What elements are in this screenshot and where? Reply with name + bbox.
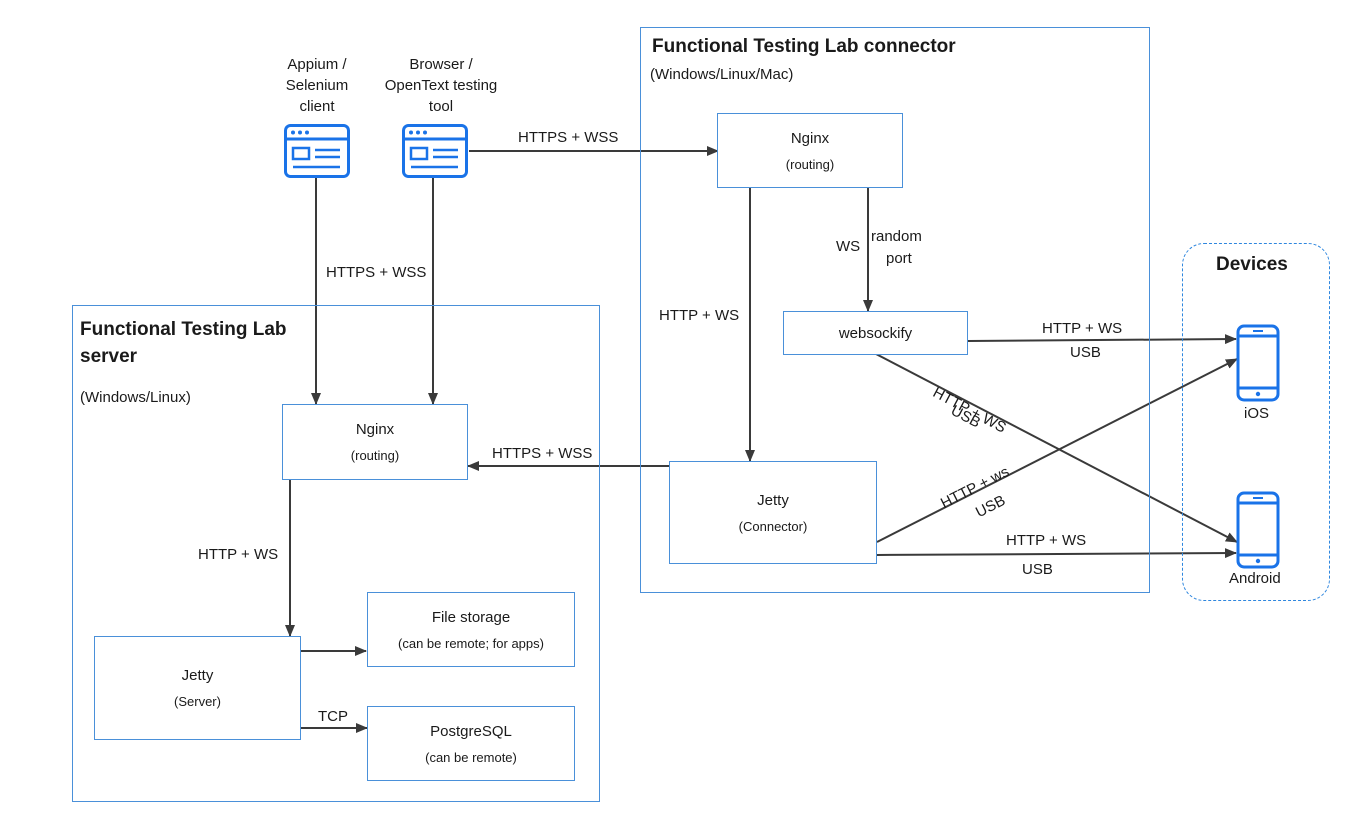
edge-label: TCP	[318, 708, 348, 725]
devices-title: Devices	[1216, 254, 1288, 275]
edge-label: HTTPS + WSS	[492, 445, 593, 462]
edge-label: port	[886, 250, 912, 267]
edge-label: HTTP + WS	[1042, 320, 1123, 337]
edge-websockify-to-android	[875, 353, 1238, 543]
server-jetty-node: Jetty (Server)	[94, 636, 301, 740]
edge-label: USB	[1022, 561, 1053, 578]
connector-jetty-node: Jetty (Connector)	[669, 461, 877, 564]
browser-window-icon	[284, 124, 350, 178]
connector-platforms: (Windows/Linux/Mac)	[650, 66, 794, 83]
edge-websockify-to-ios	[967, 334, 1237, 345]
connector-title: Functional Testing Lab connector	[652, 36, 956, 57]
edge-label: random	[871, 228, 922, 245]
edge-label: WS	[836, 238, 861, 255]
server-title-line1: Functional Testing Lab	[80, 319, 287, 340]
edge-label: HTTP + WS	[1006, 532, 1087, 549]
edge-label: HTTPS + WSS	[326, 264, 427, 281]
connector-nginx-node: Nginx (routing)	[717, 113, 903, 188]
server-region	[72, 305, 600, 802]
server-platforms: (Windows/Linux)	[80, 389, 191, 406]
server-title-line2: server	[80, 346, 138, 367]
edge-label: USB	[1070, 344, 1101, 361]
postgresql-node: PostgreSQL (can be remote)	[367, 706, 575, 781]
websockify-node: websockify	[783, 311, 968, 355]
edge-label: HTTPS + WSS	[518, 129, 619, 146]
connector-region	[640, 27, 1150, 593]
edge-label: HTTP + WS	[659, 307, 740, 324]
browser-window-icon	[402, 124, 468, 178]
edge-jetty-to-ios	[876, 358, 1238, 543]
edge-label: HTTP + WS	[198, 546, 279, 563]
smartphone-icon	[1236, 491, 1280, 569]
smartphone-icon	[1236, 324, 1280, 402]
edge-jetty-to-android	[876, 548, 1237, 559]
appium-client-label: Appium / Selenium client	[285, 56, 349, 115]
devices-region	[1182, 243, 1330, 601]
ios-label: iOS	[1244, 405, 1270, 422]
server-nginx-node: Nginx (routing)	[282, 404, 468, 480]
android-label: Android	[1229, 570, 1281, 587]
file-storage-node: File storage (can be remote; for apps)	[367, 592, 575, 667]
browser-client-label: Browser / OpenText testing tool	[384, 56, 498, 115]
